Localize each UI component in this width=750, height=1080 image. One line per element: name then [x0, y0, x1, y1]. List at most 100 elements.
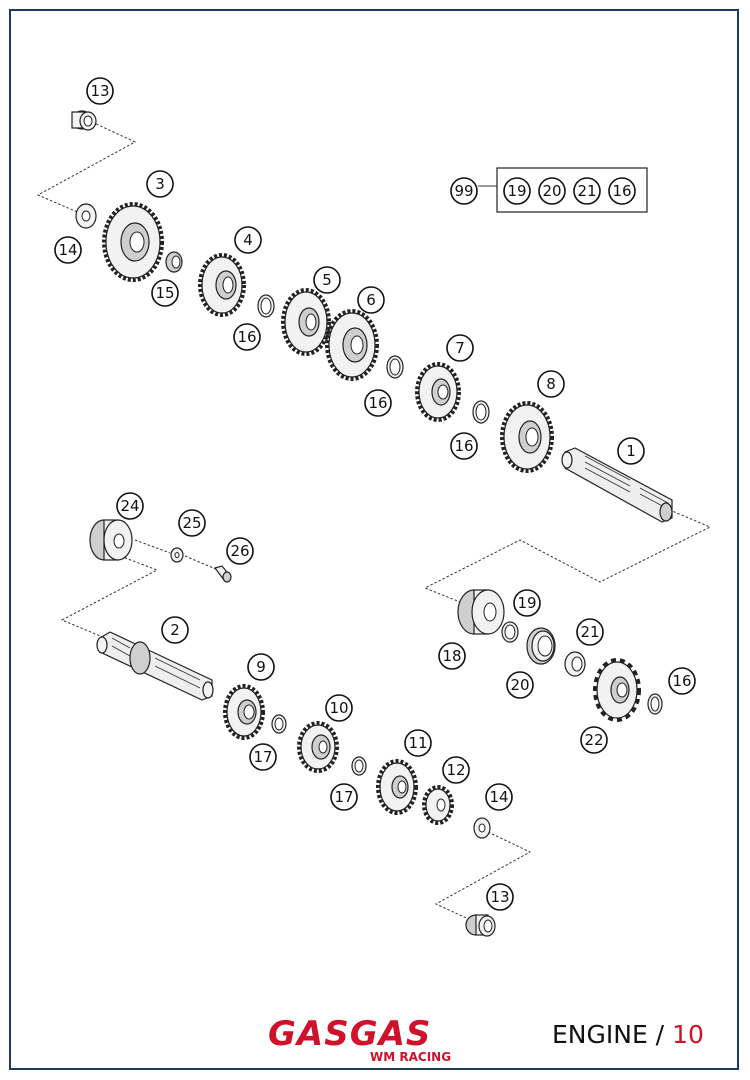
callout-kit-label[interactable]: 99	[450, 177, 478, 205]
part-26-screw[interactable]	[213, 565, 232, 583]
callout-part[interactable]: 24	[116, 492, 144, 520]
callout-kit-item[interactable]: 21	[573, 177, 601, 205]
callout-part[interactable]: 15	[151, 279, 179, 307]
svg-text:11: 11	[408, 734, 427, 752]
svg-text:20: 20	[510, 676, 529, 694]
svg-text:16: 16	[237, 328, 256, 346]
svg-text:21: 21	[580, 623, 599, 641]
svg-text:5: 5	[322, 271, 332, 289]
callout-part[interactable]: 17	[249, 743, 277, 771]
part-20-shaft-seal[interactable]	[526, 627, 556, 665]
svg-text:13: 13	[490, 888, 509, 906]
callout-part[interactable]: 12	[442, 756, 470, 784]
part-22-sprocket[interactable]	[593, 658, 641, 722]
callout-part[interactable]: 4	[234, 226, 262, 254]
part-15-bushing[interactable]	[165, 251, 183, 273]
callout-kit-item[interactable]: 16	[608, 177, 636, 205]
part-7-gear[interactable]	[415, 362, 461, 422]
svg-text:99: 99	[454, 182, 473, 200]
callout-part[interactable]: 26	[226, 537, 254, 565]
callout-part[interactable]: 16	[364, 389, 392, 417]
svg-text:16: 16	[368, 394, 387, 412]
svg-text:24: 24	[120, 497, 139, 515]
part-10-gear[interactable]	[297, 721, 339, 773]
part-17-circlip-a[interactable]	[271, 714, 287, 734]
svg-text:25: 25	[182, 514, 201, 532]
callout-part[interactable]: 3	[146, 170, 174, 198]
part-16-circlip-b[interactable]	[386, 355, 404, 379]
part-21-spacer[interactable]	[564, 651, 586, 677]
svg-text:19: 19	[507, 182, 526, 200]
part-14-washer-bottom[interactable]	[473, 817, 491, 839]
svg-text:6: 6	[366, 291, 376, 309]
part-6-gear[interactable]	[325, 309, 379, 381]
svg-text:20: 20	[542, 182, 561, 200]
callout-part[interactable]: 11	[404, 729, 432, 757]
callout-kit-item[interactable]: 20	[538, 177, 566, 205]
callout-part[interactable]: 13	[86, 77, 114, 105]
callout-part[interactable]: 10	[325, 694, 353, 722]
svg-text:19: 19	[517, 594, 536, 612]
callout-part[interactable]: 1	[617, 437, 645, 465]
part-8-gear[interactable]	[500, 401, 554, 473]
part-4-gear[interactable]	[198, 253, 246, 317]
svg-text:17: 17	[253, 748, 272, 766]
callout-part[interactable]: 2	[161, 616, 189, 644]
part-24-bearing[interactable]	[89, 519, 133, 561]
part-9-gear[interactable]	[223, 684, 265, 740]
svg-text:3: 3	[155, 175, 165, 193]
part-5-gear[interactable]	[281, 288, 331, 356]
svg-text:16: 16	[672, 672, 691, 690]
svg-text:16: 16	[612, 182, 631, 200]
callout-part[interactable]: 16	[668, 667, 696, 695]
part-16-circlip-d[interactable]	[647, 693, 663, 715]
svg-text:8: 8	[546, 375, 556, 393]
svg-text:13: 13	[90, 82, 109, 100]
callout-part[interactable]: 18	[438, 642, 466, 670]
svg-text:14: 14	[489, 788, 508, 806]
callout-part[interactable]: 16	[233, 323, 261, 351]
callout-part[interactable]: 7	[446, 334, 474, 362]
part-18-bearing[interactable]	[457, 589, 505, 635]
part-16-circlip-c[interactable]	[472, 400, 490, 424]
callout-part[interactable]: 22	[580, 726, 608, 754]
callout-part[interactable]: 19	[513, 589, 541, 617]
callout-part[interactable]: 5	[313, 266, 341, 294]
part-16-circlip-a[interactable]	[257, 294, 275, 318]
svg-text:12: 12	[446, 761, 465, 779]
part-19-seal-ring[interactable]	[501, 621, 519, 643]
svg-text:16: 16	[454, 437, 473, 455]
svg-text:7: 7	[455, 339, 465, 357]
callout-part[interactable]: 17	[330, 783, 358, 811]
shaft-2-splines	[111, 637, 201, 689]
callout-part[interactable]: 13	[486, 883, 514, 911]
callout-part[interactable]: 9	[247, 653, 275, 681]
svg-text:15: 15	[155, 284, 174, 302]
part-25-washer[interactable]	[170, 547, 184, 563]
callout-part[interactable]: 8	[537, 370, 565, 398]
part-13-bearing-top[interactable]	[71, 110, 97, 131]
callout-kit-item[interactable]: 19	[503, 177, 531, 205]
part-1-main-shaft[interactable]	[561, 447, 673, 523]
part-13-bearing-bottom[interactable]	[465, 914, 496, 937]
callout-part[interactable]: 25	[178, 509, 206, 537]
callout-part[interactable]: 14	[54, 236, 82, 264]
part-14-washer-top[interactable]	[75, 203, 97, 229]
svg-text:1: 1	[626, 442, 636, 460]
part-2-counter-shaft[interactable]	[96, 631, 214, 701]
svg-text:2: 2	[170, 621, 180, 639]
callout-part[interactable]: 6	[357, 286, 385, 314]
part-11-gear[interactable]	[376, 759, 418, 815]
part-12-gear[interactable]	[422, 785, 454, 825]
leader-lines	[36, 121, 712, 923]
part-17-circlip-b[interactable]	[351, 756, 367, 776]
svg-text:18: 18	[442, 647, 461, 665]
callout-part[interactable]: 16	[450, 432, 478, 460]
page-frame	[9, 9, 739, 1070]
part-3-gear[interactable]	[102, 202, 164, 282]
callout-part[interactable]: 21	[576, 618, 604, 646]
callout-part[interactable]: 20	[506, 671, 534, 699]
svg-text:10: 10	[329, 699, 348, 717]
callout-part[interactable]: 14	[485, 783, 513, 811]
